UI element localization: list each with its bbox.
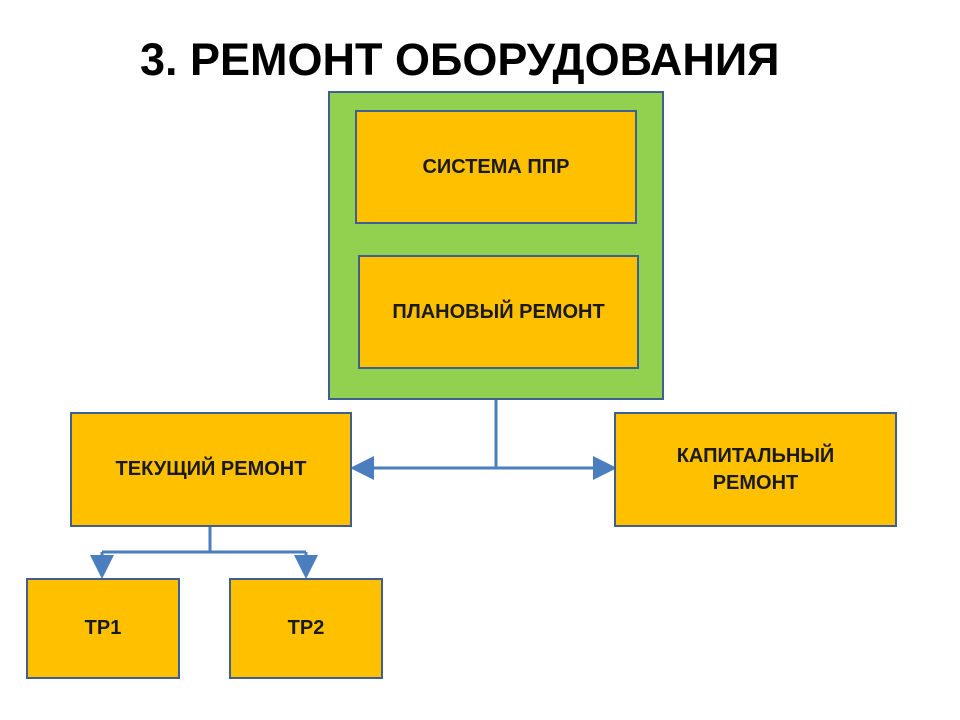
box-tr2-label: ТР2 (287, 617, 325, 639)
box-ppr-system-label: СИСТЕМА ППР (422, 155, 570, 178)
box-ppr-system: СИСТЕМА ППР (355, 110, 637, 224)
box-capital-repair: КАПИТАЛЬНЫЙ РЕМОНТ (614, 412, 897, 527)
box-tr2: ТР2 (229, 578, 383, 679)
box-planned-repair: ПЛАНОВЫЙ РЕМОНТ (358, 255, 639, 369)
page-title: 3. РЕМОНТ ОБОРУДОВАНИЯ (140, 34, 780, 85)
box-planned-repair-label: ПЛАНОВЫЙ РЕМОНТ (392, 300, 605, 323)
box-current-repair: ТЕКУЩИЙ РЕМОНТ (70, 412, 352, 527)
box-tr1: ТР1 (26, 578, 180, 679)
box-capital-repair-label-line1: КАПИТАЛЬНЫЙ (676, 444, 835, 467)
box-current-repair-label: ТЕКУЩИЙ РЕМОНТ (115, 458, 307, 480)
box-tr1-label: ТР1 (84, 617, 122, 639)
box-capital-repair-label-line2: РЕМОНТ (712, 471, 799, 494)
